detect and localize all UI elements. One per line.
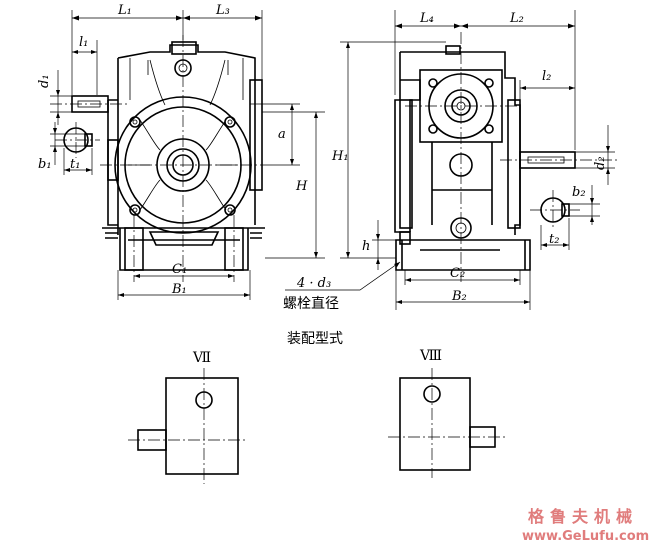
front-dimensions: L₁ L₃ l₁ d₁ b₁ t₁ a H: [37, 3, 325, 300]
side-dimensions: L₄ L₂ l₂ H₁ h d₂ b₂ t₂: [331, 10, 615, 310]
front-base: [102, 227, 265, 271]
dim-B1: B₁: [171, 282, 187, 297]
viii-housing: [399, 377, 471, 471]
watermark-chinese: 格鲁夫机械: [528, 507, 638, 526]
dim-L3: L₃: [215, 3, 230, 18]
vii-housing: [165, 377, 239, 475]
viii-output-bore: [423, 385, 441, 403]
dim-h: h: [362, 239, 370, 254]
assembly-type-vii-label: Ⅶ: [192, 350, 211, 366]
dim-L2: L₂: [509, 11, 524, 26]
dim-t2: t₂: [549, 232, 559, 247]
dim-d1: d₁: [37, 74, 52, 88]
dim-L1: L₁: [117, 3, 132, 18]
bolt-diameter-text: 螺栓直径: [283, 295, 339, 312]
assembly-type-vii: Ⅶ: [128, 350, 248, 484]
watermark-url: www.GeLufu.com: [522, 529, 649, 544]
dim-B2: B₂: [451, 289, 467, 304]
front-view: [50, 35, 272, 282]
dim-H1: H₁: [331, 149, 349, 164]
dim-d2: d₂: [593, 156, 608, 170]
dim-H: H: [295, 179, 308, 194]
dim-l2: l₂: [542, 69, 551, 84]
dim-C1: C₁: [172, 262, 187, 277]
top-vent-plug: [171, 41, 197, 55]
dim-l1: l₁: [79, 35, 88, 50]
watermark: 格鲁夫机械 www.GeLufu.com: [522, 507, 649, 544]
assembly-type-viii-label: Ⅷ: [419, 348, 442, 364]
assembly-type-viii: Ⅷ: [388, 348, 505, 478]
bolt-count-label: 4 · d₃: [296, 276, 331, 291]
bolt-note: 4 · d₃ 螺栓直径: [283, 261, 401, 312]
dim-a: a: [278, 127, 286, 142]
dim-b1: b₁: [38, 157, 52, 172]
dim-b2: b₂: [572, 185, 586, 200]
dim-L4: L₄: [419, 11, 434, 26]
side-view: [394, 32, 620, 282]
assembly-title: 装配型式: [287, 331, 343, 347]
dim-t1: t₁: [70, 157, 80, 172]
dim-C2: C₂: [450, 266, 465, 281]
